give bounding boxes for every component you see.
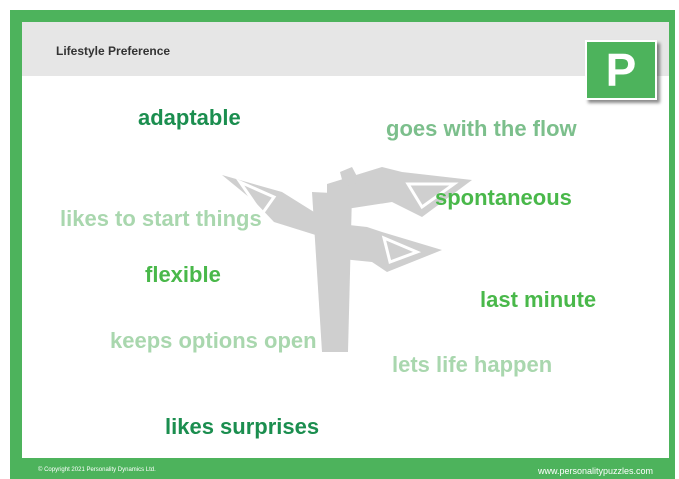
footer-copyright: © Copyright 2021 Personality Dynamics Lt… [38,467,156,473]
page-title: Lifestyle Preference [56,44,171,58]
word-last-minute: last minute [480,287,597,312]
word-flexible: flexible [145,262,221,287]
word-likes-to-start-things: likes to start things [60,206,262,231]
preference-badge: P [585,40,657,100]
word-keeps-options-open: keeps options open [110,328,317,353]
word-likes-surprises: likes surprises [165,414,320,439]
word-adaptable: adaptable [138,105,241,130]
header-bar: Lifestyle Preference [22,22,669,76]
signpost-icon [222,167,472,352]
word-goes-with-the-flow: goes with the flow [386,116,577,141]
slide-card: Lifestyle Preference adaptable goes with… [22,22,669,458]
word-spontaneous: spontaneous [435,185,572,210]
word-lets-life-happen: lets life happen [392,352,553,377]
footer-website-link[interactable]: www.personalitypuzzles.com [538,466,654,476]
